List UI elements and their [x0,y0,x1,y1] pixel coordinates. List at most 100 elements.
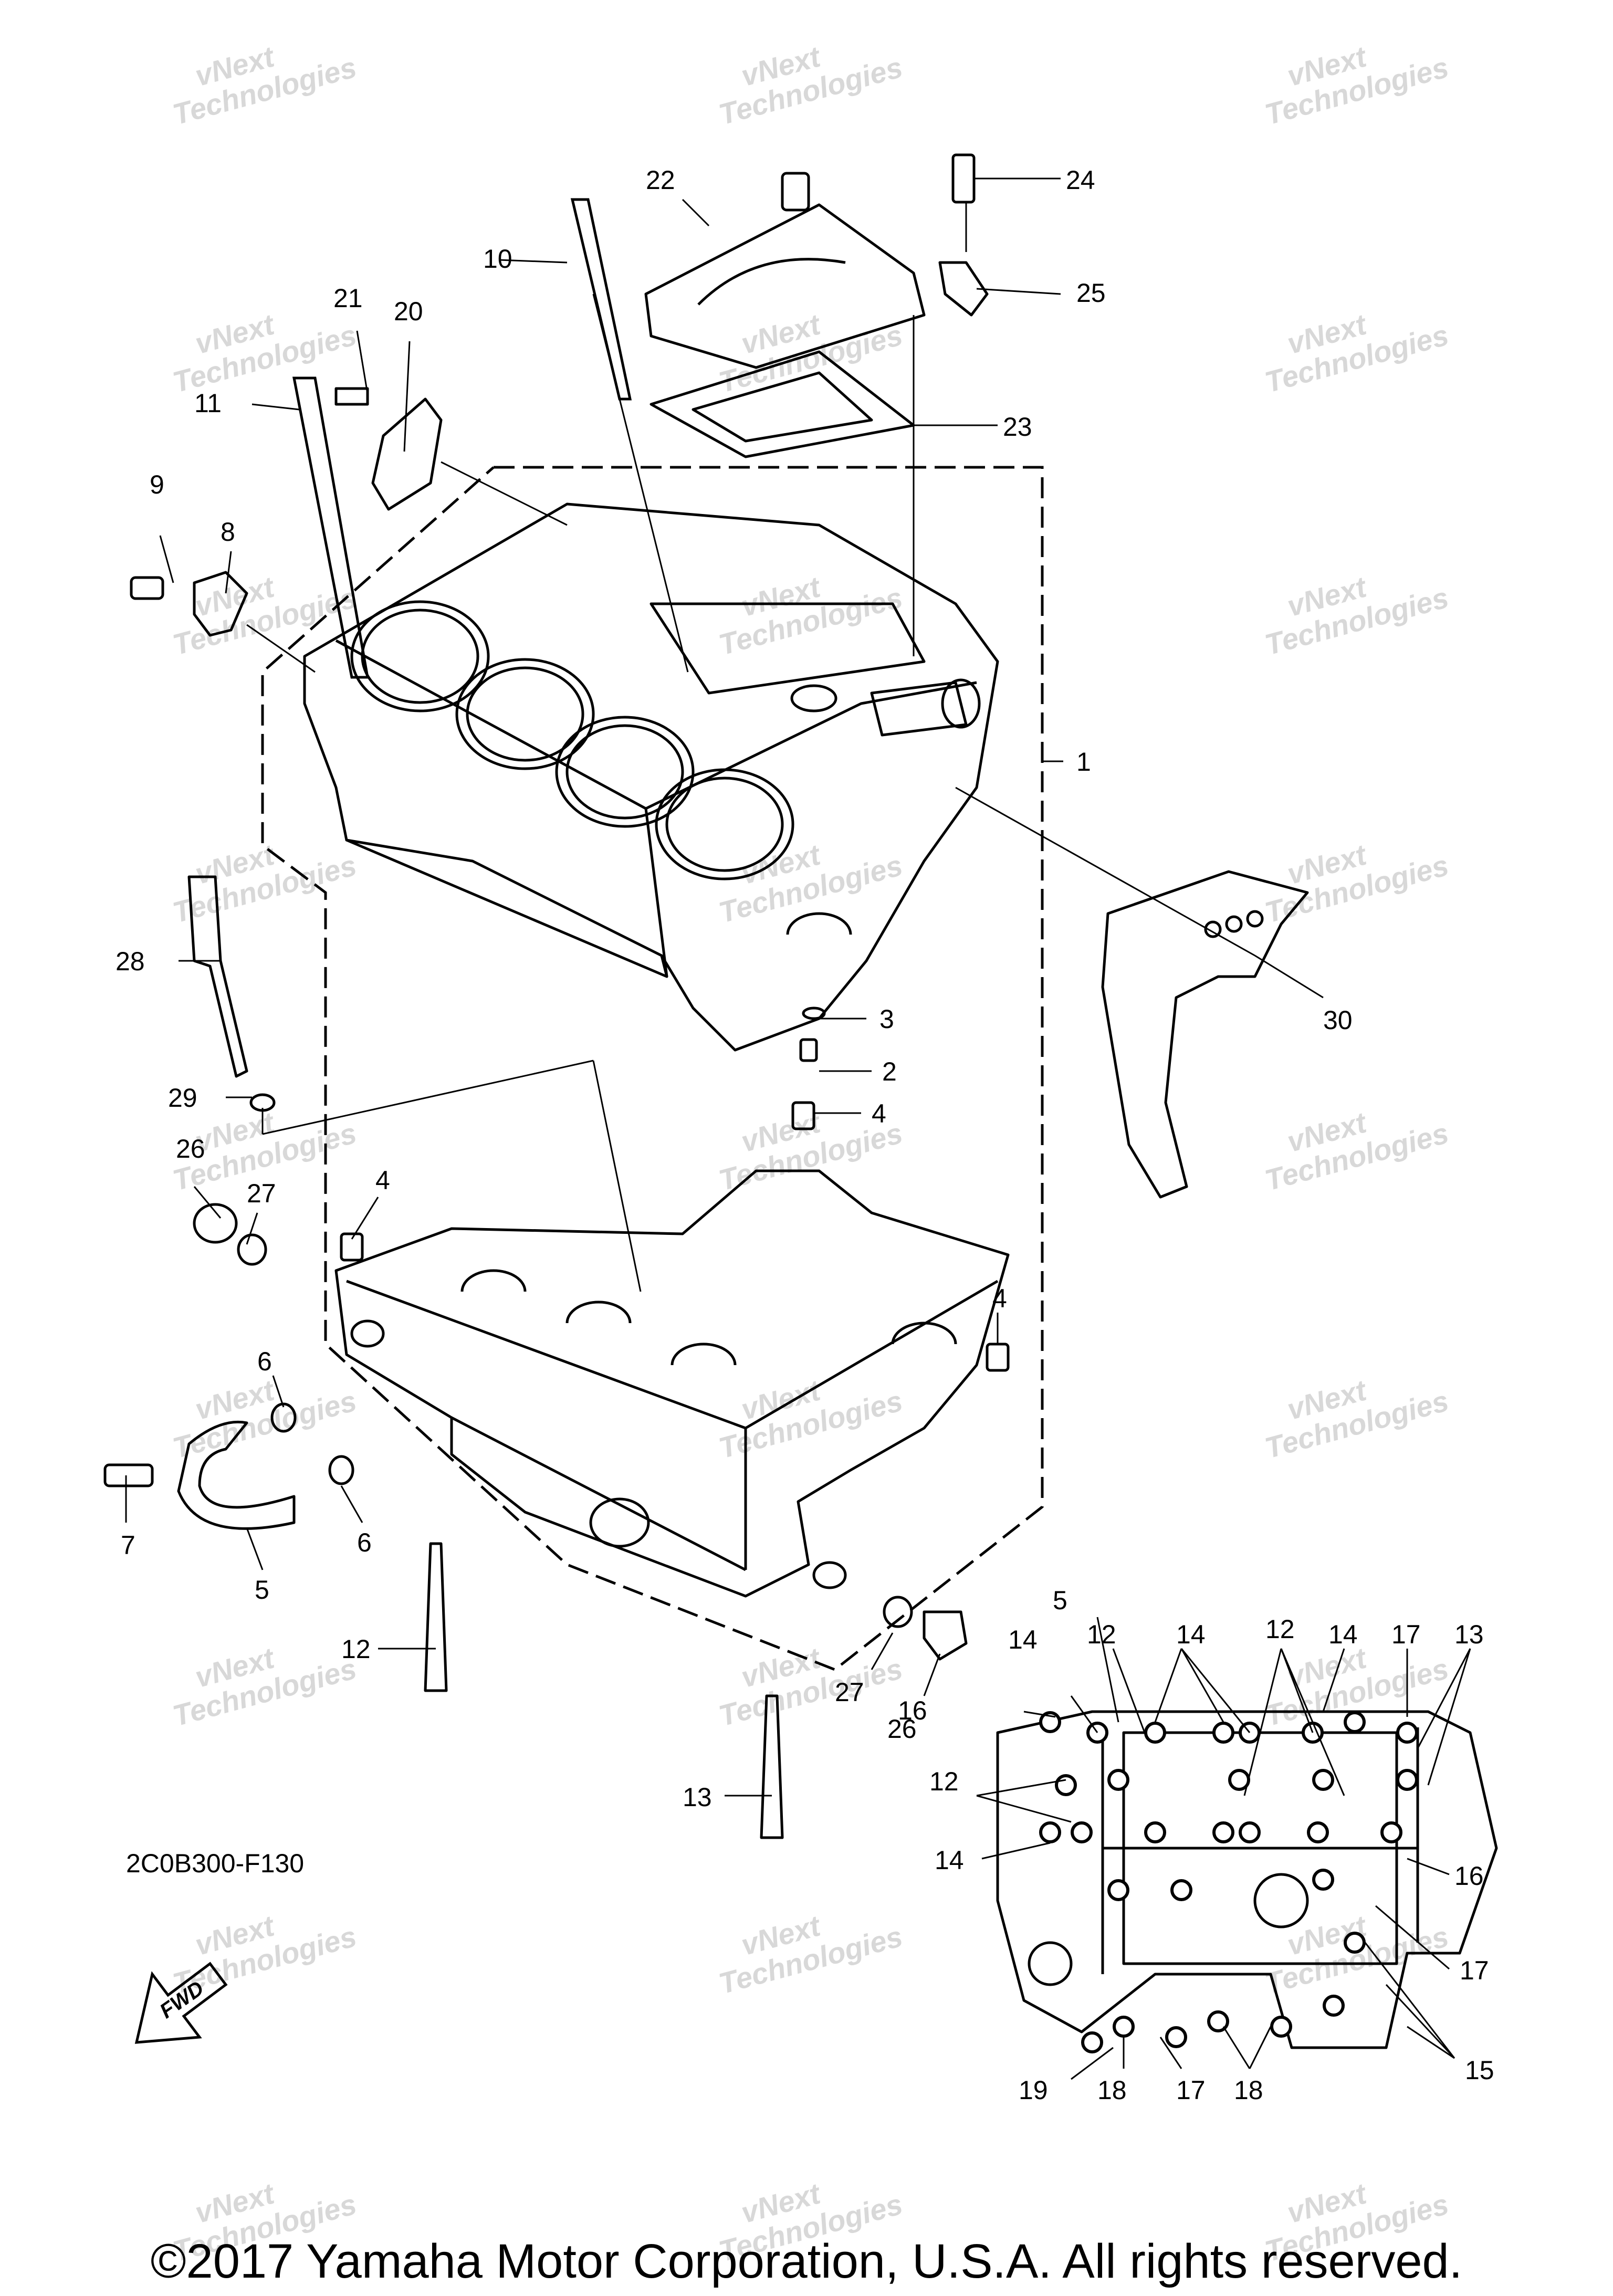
diagram-part-code: 2C0B300-F130 [126,1849,305,1878]
plug-26 [193,1203,238,1244]
callout-17: 17 [1176,2075,1206,2105]
inset-bolt-head [1307,1821,1329,1843]
callout-16: 16 [1454,1861,1484,1891]
inset-bolt-head [1144,1722,1166,1744]
upper-crankcase [303,502,999,1052]
cover-8 [193,571,248,637]
oring-6b [328,1455,354,1485]
callout-16: 16 [898,1696,927,1725]
bolt-13 [760,1694,784,1839]
inset-bolt-head [1207,2010,1229,2032]
callout-29: 29 [168,1083,197,1113]
dowel-4a [791,1101,815,1130]
assembly-dashed-outline [261,466,1044,1671]
callout-14: 14 [1328,1620,1358,1649]
callout-11: 11 [194,389,222,418]
callout-12: 12 [1087,1620,1116,1649]
inset-bolt-head [1107,1879,1129,1901]
inset-bolt-head [1165,2026,1187,2048]
callout-12: 12 [341,1634,371,1664]
callout-4: 4 [872,1099,886,1128]
callout-26: 26 [887,1714,917,1744]
bolt-12 [424,1542,448,1692]
inset-bolt-head [1312,1769,1334,1791]
inset-bolt-head [1071,1821,1093,1843]
inset-assembled-view [996,1710,1498,2049]
callouts: 1 2 3 4 4 4 5 5 6 6 7 8 9 10 11 12 12 12… [116,165,1494,2105]
callout-6: 6 [357,1528,372,1557]
callout-21: 21 [333,284,363,313]
inset-bolt-head [1081,2031,1103,2053]
stud-bolt-11 [292,376,369,679]
callout-8: 8 [221,517,235,547]
callout-13: 13 [1454,1620,1484,1649]
cylinder-bore [665,777,784,872]
inset-bolt-head [1039,1821,1061,1843]
callout-9: 9 [150,470,164,499]
pipe-5 [177,1420,296,1530]
callout-23: 23 [1003,412,1032,442]
inset-bolt-heads [1039,1711,1418,2053]
callout-12: 12 [929,1767,959,1796]
callout-18: 18 [1234,2075,1263,2105]
callout-24: 24 [1066,165,1095,195]
jet-2 [799,1038,818,1062]
bolt-7 [103,1463,154,1487]
callout-22: 22 [646,165,675,195]
lower-crankcase [334,1169,1010,1598]
inset-bolt-head [1212,1821,1234,1843]
callout-25: 25 [1076,278,1106,308]
clamp-25 [938,261,989,317]
inset-bolt-head [1055,1774,1077,1796]
callout-3: 3 [879,1004,894,1034]
callout-4: 4 [992,1284,1007,1313]
plug-26b [923,1610,968,1661]
dipstick-28 [187,875,248,1078]
callout-14: 14 [935,1846,964,1875]
callout-5: 5 [255,1575,269,1605]
callout-14: 14 [1176,1620,1206,1649]
inset-bolt-head [1344,1932,1366,1954]
plate-20 [371,397,443,511]
callout-10: 10 [483,244,512,274]
callout-14: 14 [1008,1625,1038,1654]
inset-bolt-head [1323,1995,1345,2017]
dowel-4b [340,1232,364,1262]
inset-bolt-head [1228,1769,1250,1791]
oring-6a [270,1402,297,1433]
leader-lines [125,177,1471,2080]
bracket-30 [1101,870,1309,1199]
callout-17: 17 [1460,1956,1489,1985]
inset-bolt-head [1270,2016,1292,2038]
callout-27: 27 [247,1179,276,1208]
copyright-notice: ©2017 Yamaha Motor Corporation, U.S.A. A… [150,2235,1463,2288]
bolt-9 [130,576,164,600]
callout-12: 12 [1265,1614,1295,1644]
callout-30: 30 [1323,1005,1353,1035]
callout-20: 20 [394,297,423,326]
dowel-4c [986,1343,1010,1372]
inset-bolt-head [1380,1821,1402,1843]
inset-bolt-head [1344,1711,1366,1733]
bolt-24 [951,153,976,204]
callout-27: 27 [835,1678,864,1707]
inset-bolt-head [1396,1722,1418,1744]
small-parts [103,153,1010,1839]
oring-3 [802,1007,826,1020]
